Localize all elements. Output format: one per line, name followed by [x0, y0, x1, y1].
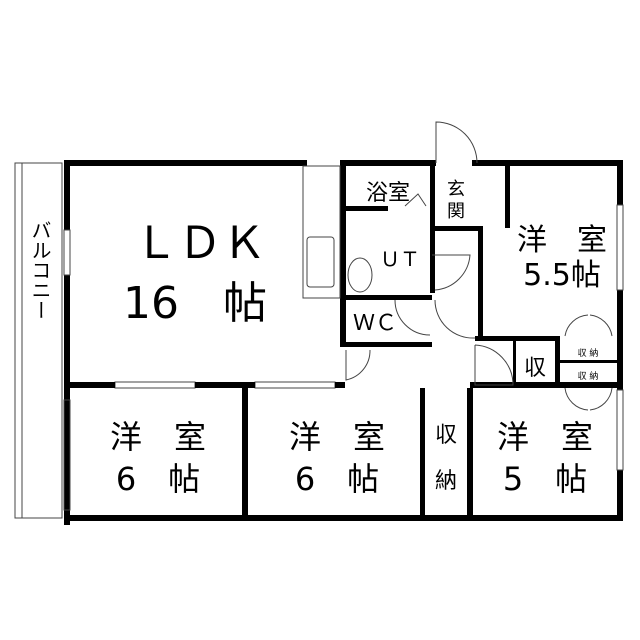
room-western5-name: 洋 室: [497, 418, 593, 456]
room-western6b-size: 6 帖: [295, 460, 379, 498]
kitchen-counter: [302, 165, 341, 299]
closet-tall-bottom: 納: [435, 469, 457, 494]
room-ldk-name: ＬＤＫ: [134, 218, 266, 269]
room-bath-name: 浴室: [366, 181, 410, 206]
balcony: [14, 162, 63, 519]
room-entrance-bottom: 関: [447, 201, 465, 222]
sink-icon: [306, 236, 335, 288]
closet-tall-top: 収: [435, 423, 457, 448]
washbasin-icon: [347, 257, 373, 293]
closet-b: 収 納: [578, 370, 599, 382]
room-western55-name: 洋 室: [517, 223, 607, 258]
room-storage-small: 収: [524, 356, 546, 381]
room-ldk-size: 16 帖: [123, 278, 267, 329]
balcony-label: バルコニー: [28, 220, 52, 320]
room-western5-size: 5 帖: [503, 460, 587, 498]
closet-a: 収 納: [578, 347, 599, 359]
room-western6b-name: 洋 室: [289, 418, 385, 456]
interior-walls: [70, 163, 620, 518]
room-ut-name: ＵＴ: [380, 247, 420, 271]
room-western6a-size: 6 帖: [116, 460, 200, 498]
room-western55-size: 5.5帖: [523, 258, 601, 293]
room-wc-name: ＷＣ: [353, 311, 397, 336]
room-western6a-name: 洋 室: [110, 418, 206, 456]
doors: [345, 121, 613, 411]
room-entrance-top: 玄: [447, 179, 465, 200]
